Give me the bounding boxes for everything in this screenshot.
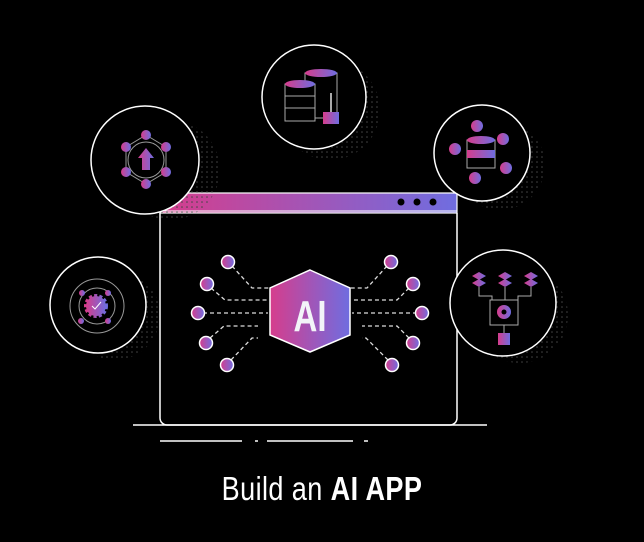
circuit-nodes <box>190 254 430 373</box>
processor-layers-icon <box>449 249 568 363</box>
window-dot-icon <box>397 198 405 206</box>
database-cleaning-icon <box>261 44 380 160</box>
settings-check-cycle-icon <box>49 256 160 360</box>
base-lines <box>133 424 487 442</box>
database-shapes-icon <box>433 104 545 210</box>
caption-bold: AI APP <box>330 470 423 507</box>
ai-badge-label: AI <box>294 293 327 342</box>
window-dot-icon <box>429 198 437 206</box>
window-dot-icon <box>413 198 421 206</box>
circuit-connectors <box>203 265 417 361</box>
caption: Build an AI APP <box>58 470 586 508</box>
data-upload-network-icon <box>90 105 220 220</box>
ai-badge: AI <box>269 269 351 353</box>
caption-regular: Build an <box>221 470 331 507</box>
